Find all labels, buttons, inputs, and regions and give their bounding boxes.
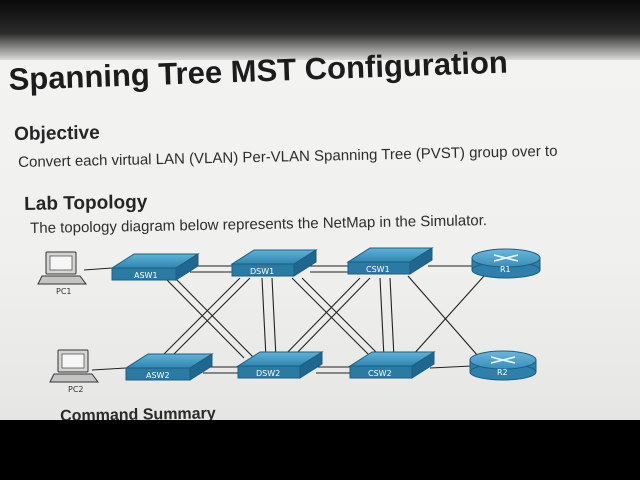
browser-top-bar <box>0 0 640 60</box>
dsw1-label: DSW1 <box>250 267 274 276</box>
screen-content: Spanning Tree MST Configuration Objectiv… <box>0 0 640 420</box>
csw1-label: CSW1 <box>366 265 390 274</box>
switch-csw1: CSW1 <box>346 247 434 275</box>
asw1-label: ASW1 <box>134 271 158 280</box>
r2-label: R2 <box>497 368 508 377</box>
link-dsw1-csw2-b <box>301 277 383 359</box>
csw2-label: CSW2 <box>368 369 392 378</box>
link-csw1-csw2-a <box>379 277 385 359</box>
link-csw1-dsw2-b <box>291 277 371 359</box>
pc1-icon: PC1 <box>37 251 87 296</box>
pc2-icon: PC2 <box>49 349 99 394</box>
pc2-label: PC2 <box>68 385 84 394</box>
pc1-label: PC1 <box>56 287 72 296</box>
link-csw1-csw2-b <box>389 277 395 359</box>
r1-label: R1 <box>500 265 511 274</box>
link-dsw1-dsw2-a <box>261 277 267 359</box>
switch-asw1: ASW1 <box>110 253 200 281</box>
link-csw2-r2 <box>429 365 473 369</box>
link-dsw1-csw2-a <box>291 277 373 359</box>
link-asw1-dsw2-b <box>174 277 255 359</box>
switch-asw2: ASW2 <box>124 353 214 381</box>
link-dsw1-dsw2-b <box>271 277 277 359</box>
link-csw1-dsw2-a <box>281 277 361 359</box>
asw2-label: ASW2 <box>146 371 170 380</box>
link-csw2-r1 <box>411 275 485 357</box>
link-dsw1-asw2-a <box>159 277 241 359</box>
switch-dsw1: DSW1 <box>230 249 318 277</box>
switch-dsw2: DSW2 <box>236 351 324 379</box>
link-pc1-asw1 <box>83 267 113 271</box>
link-pc2-asw2 <box>91 367 127 371</box>
link-asw1-dsw2-a <box>164 277 245 359</box>
router-r1: R1 <box>471 248 541 279</box>
switch-csw2: CSW2 <box>348 351 436 379</box>
router-r2: R2 <box>469 350 537 381</box>
link-csw1-r2 <box>407 275 479 357</box>
dsw2-label: DSW2 <box>256 369 280 378</box>
link-dsw1-asw2-b <box>169 277 251 359</box>
topology-diagram: PC1 PC2 ASW1 DSW1 CSW1 <box>37 247 541 394</box>
command-summary-heading: Command Summary <box>60 405 216 420</box>
